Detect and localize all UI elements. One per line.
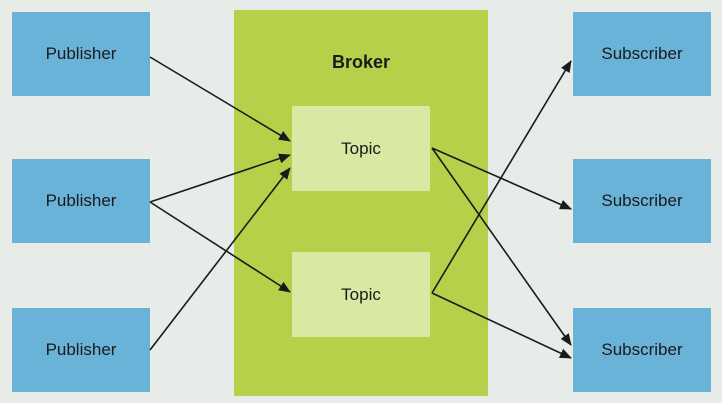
publisher-node: Publisher (12, 159, 150, 243)
arrow-publisher1-topic1 (149, 56, 291, 142)
publisher-node: Publisher (12, 12, 150, 96)
arrow-topic1-subscriber3 (431, 147, 572, 346)
topic-label: Topic (341, 138, 381, 158)
subscriber-label: Subscriber (601, 191, 683, 210)
subscriber-node: Subscriber (573, 159, 711, 243)
arrow-topic2-subscriber1 (431, 60, 572, 294)
broker-title: Broker (331, 52, 391, 72)
topic-node: Topic (292, 106, 430, 191)
arrow-publisher2-topic1 (149, 153, 291, 203)
arrow-topic2-subscriber3 (431, 292, 572, 359)
topic-node: Topic (292, 252, 430, 337)
publisher-label: Publisher (45, 191, 117, 210)
subscriber-node: Subscriber (573, 12, 711, 96)
publisher-label: Publisher (45, 44, 117, 63)
subscriber-node: Subscriber (573, 308, 711, 392)
publisher-node: Publisher (12, 308, 150, 392)
subscriber-label: Subscriber (601, 340, 683, 359)
arrow-publisher3-topic1 (149, 167, 291, 351)
publisher-label: Publisher (45, 340, 117, 359)
topic-label: Topic (341, 284, 381, 304)
subscriber-label: Subscriber (601, 44, 683, 63)
arrow-publisher2-topic2 (149, 201, 291, 293)
